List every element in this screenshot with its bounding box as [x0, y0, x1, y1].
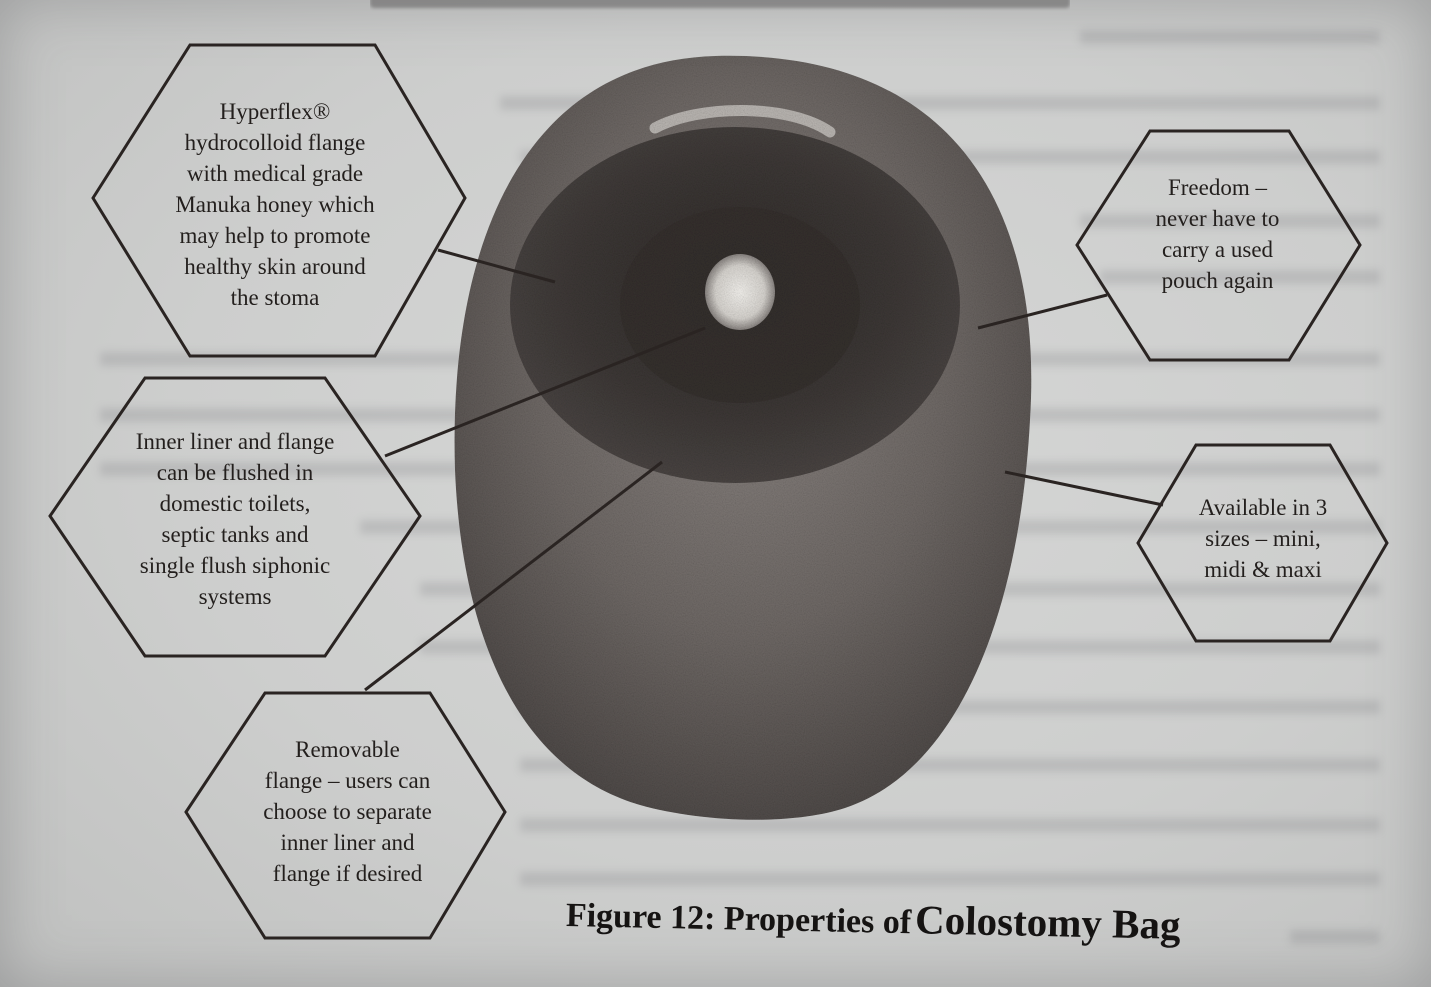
callout-flange-text: Hyperflex® hydrocolloid flange with medi… [140, 96, 410, 313]
callout-flushable-text: Inner liner and flange can be flushed in… [100, 426, 370, 612]
leader-line-sizes [1005, 472, 1163, 505]
callout-removable-text: Removable flange – users can choose to s… [225, 734, 470, 889]
caption-prefix: Figure 12: Properties of [566, 897, 912, 941]
stoma-opening [705, 254, 775, 330]
colostomy-pouch [455, 56, 1032, 820]
caption-suffix: Colostomy Bag [915, 896, 1181, 948]
callout-sizes-text: Available in 3 sizes – mini, midi & maxi [1158, 492, 1368, 585]
callout-freedom-text: Freedom – never have to carry a used pou… [1110, 172, 1325, 296]
